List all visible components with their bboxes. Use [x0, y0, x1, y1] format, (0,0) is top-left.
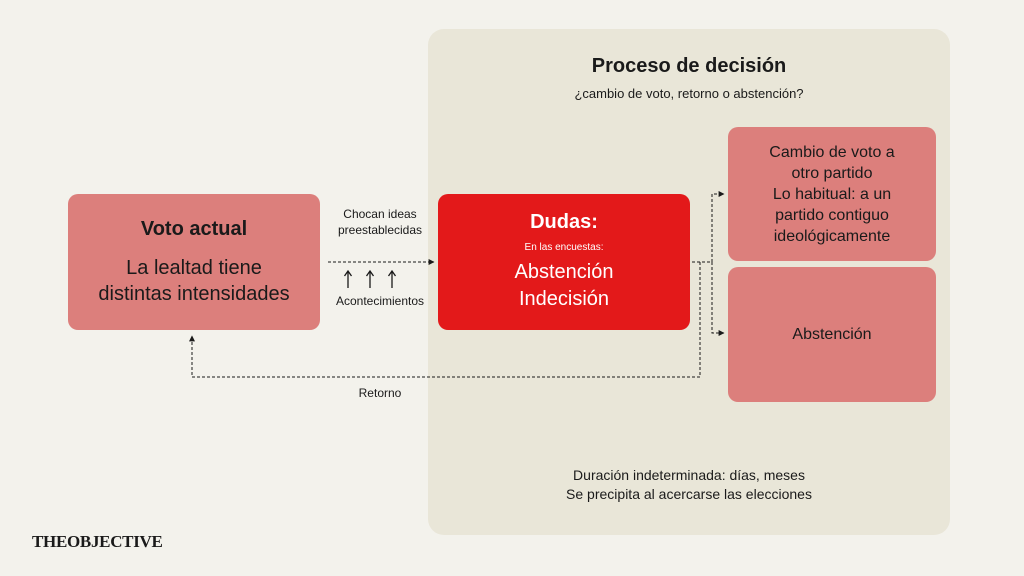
- brand-logo: THEOBJECTIVE: [32, 532, 163, 551]
- current-vote-line: La lealtad tiene: [126, 256, 262, 279]
- return-arrow: [189, 262, 701, 378]
- clashing-ideas-line: Chocan ideas: [343, 207, 417, 221]
- duration-note: Duración indeterminada: días, meses Se p…: [428, 466, 950, 504]
- event-up-arrow: [387, 269, 397, 288]
- abstention-label: Abstención: [792, 325, 872, 343]
- vote-change-line: Cambio de voto a: [769, 143, 895, 161]
- vote-change-line: Lo habitual: a un: [772, 185, 892, 203]
- panel-title: Proceso de decisión: [591, 55, 787, 77]
- arrow-to-abstention: [711, 262, 725, 336]
- event-up-arrow: [365, 269, 375, 288]
- events-label: Acontecimientos: [335, 294, 425, 308]
- current-vote-title: Voto actual: [140, 217, 248, 240]
- duration-line: Se precipita al acercarse las elecciones: [566, 486, 812, 502]
- arrow-to-vote-change: [692, 191, 725, 263]
- doubts-note: En las encuestas:: [524, 242, 604, 253]
- return-label: Retorno: [358, 386, 402, 400]
- abstention-box: Abstención: [728, 267, 936, 402]
- clashing-ideas-line: preestablecidas: [337, 223, 423, 237]
- event-up-arrow: [343, 269, 353, 288]
- duration-line: Duración indeterminada: días, meses: [573, 467, 805, 483]
- doubts-item: Indecisión: [518, 288, 610, 310]
- current-vote-box: Voto actual La lealtad tiene distintas i…: [68, 194, 320, 330]
- panel-subtitle: ¿cambio de voto, retorno o abstención?: [574, 86, 804, 101]
- vote-change-box: Cambio de voto a otro partido Lo habitua…: [728, 127, 936, 261]
- vote-change-line: otro partido: [791, 164, 873, 182]
- doubts-item: Abstención: [514, 261, 614, 283]
- current-vote-line: distintas intensidades: [98, 282, 290, 305]
- doubts-items: Abstención Indecisión: [515, 259, 614, 313]
- current-vote-description: La lealtad tiene distintas intensidades: [98, 255, 289, 307]
- doubts-box: Dudas: En las encuestas: Abstención Inde…: [438, 194, 690, 330]
- vote-change-line: ideológicamente: [773, 227, 891, 245]
- doubts-title: Dudas:: [530, 211, 598, 233]
- clashing-ideas-label: Chocan ideas preestablecidas: [318, 206, 442, 238]
- vote-change-line: partido contiguo: [775, 206, 889, 224]
